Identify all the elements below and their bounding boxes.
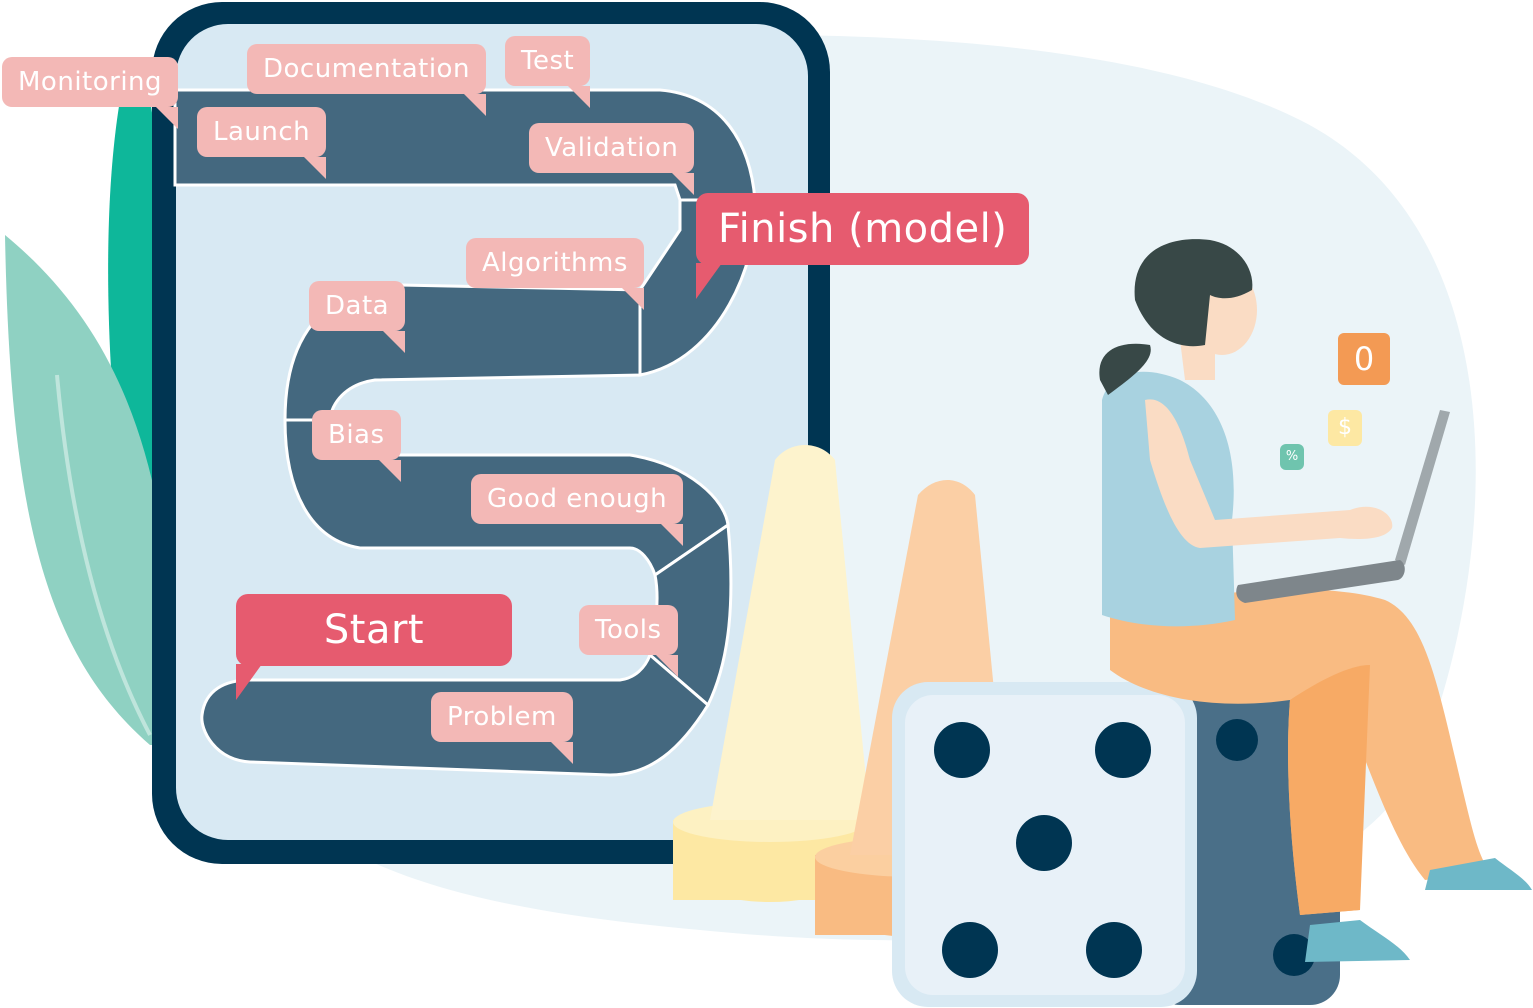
- leaf-vein: [55, 374, 152, 736]
- dice-back-pip: [1216, 719, 1258, 761]
- step-problem: Problem: [431, 692, 573, 764]
- person-ponytail: [1099, 343, 1151, 395]
- laptop-screen: [1395, 410, 1450, 565]
- symbol-percent: %: [1280, 444, 1304, 470]
- step-good-enough: Good enough: [471, 474, 684, 546]
- dice-pip: [934, 722, 990, 778]
- symbol-zero: 0: [1338, 333, 1390, 385]
- dice-pip: [1086, 922, 1142, 978]
- step-algorithms: Algorithms: [466, 238, 644, 310]
- dice-pip: [1095, 722, 1151, 778]
- leaf-light: [5, 235, 176, 745]
- step-finish: Finish (model): [696, 193, 1030, 299]
- dice-pip: [942, 922, 998, 978]
- step-launch: Launch: [197, 107, 327, 179]
- person-pants-shade: [1288, 665, 1370, 915]
- person-shoe-left: [1305, 920, 1410, 962]
- step-test: Test: [505, 36, 591, 108]
- cone-yellow-body: [710, 445, 870, 820]
- symbol-dollar: $: [1328, 410, 1362, 446]
- person-arm: [1145, 399, 1393, 548]
- step-tools: Tools: [579, 605, 678, 677]
- step-start: Start: [236, 594, 512, 700]
- laptop-base: [1236, 560, 1405, 603]
- person-shoe-right: [1425, 858, 1532, 890]
- step-bias: Bias: [312, 410, 401, 482]
- step-monitoring: Monitoring: [2, 57, 179, 129]
- step-data: Data: [309, 281, 406, 353]
- dice-pip: [1016, 815, 1072, 871]
- dice-back-pip: [1273, 934, 1315, 976]
- step-documentation: Documentation: [247, 44, 486, 116]
- step-validation: Validation: [529, 123, 695, 195]
- person-hair: [1134, 239, 1253, 347]
